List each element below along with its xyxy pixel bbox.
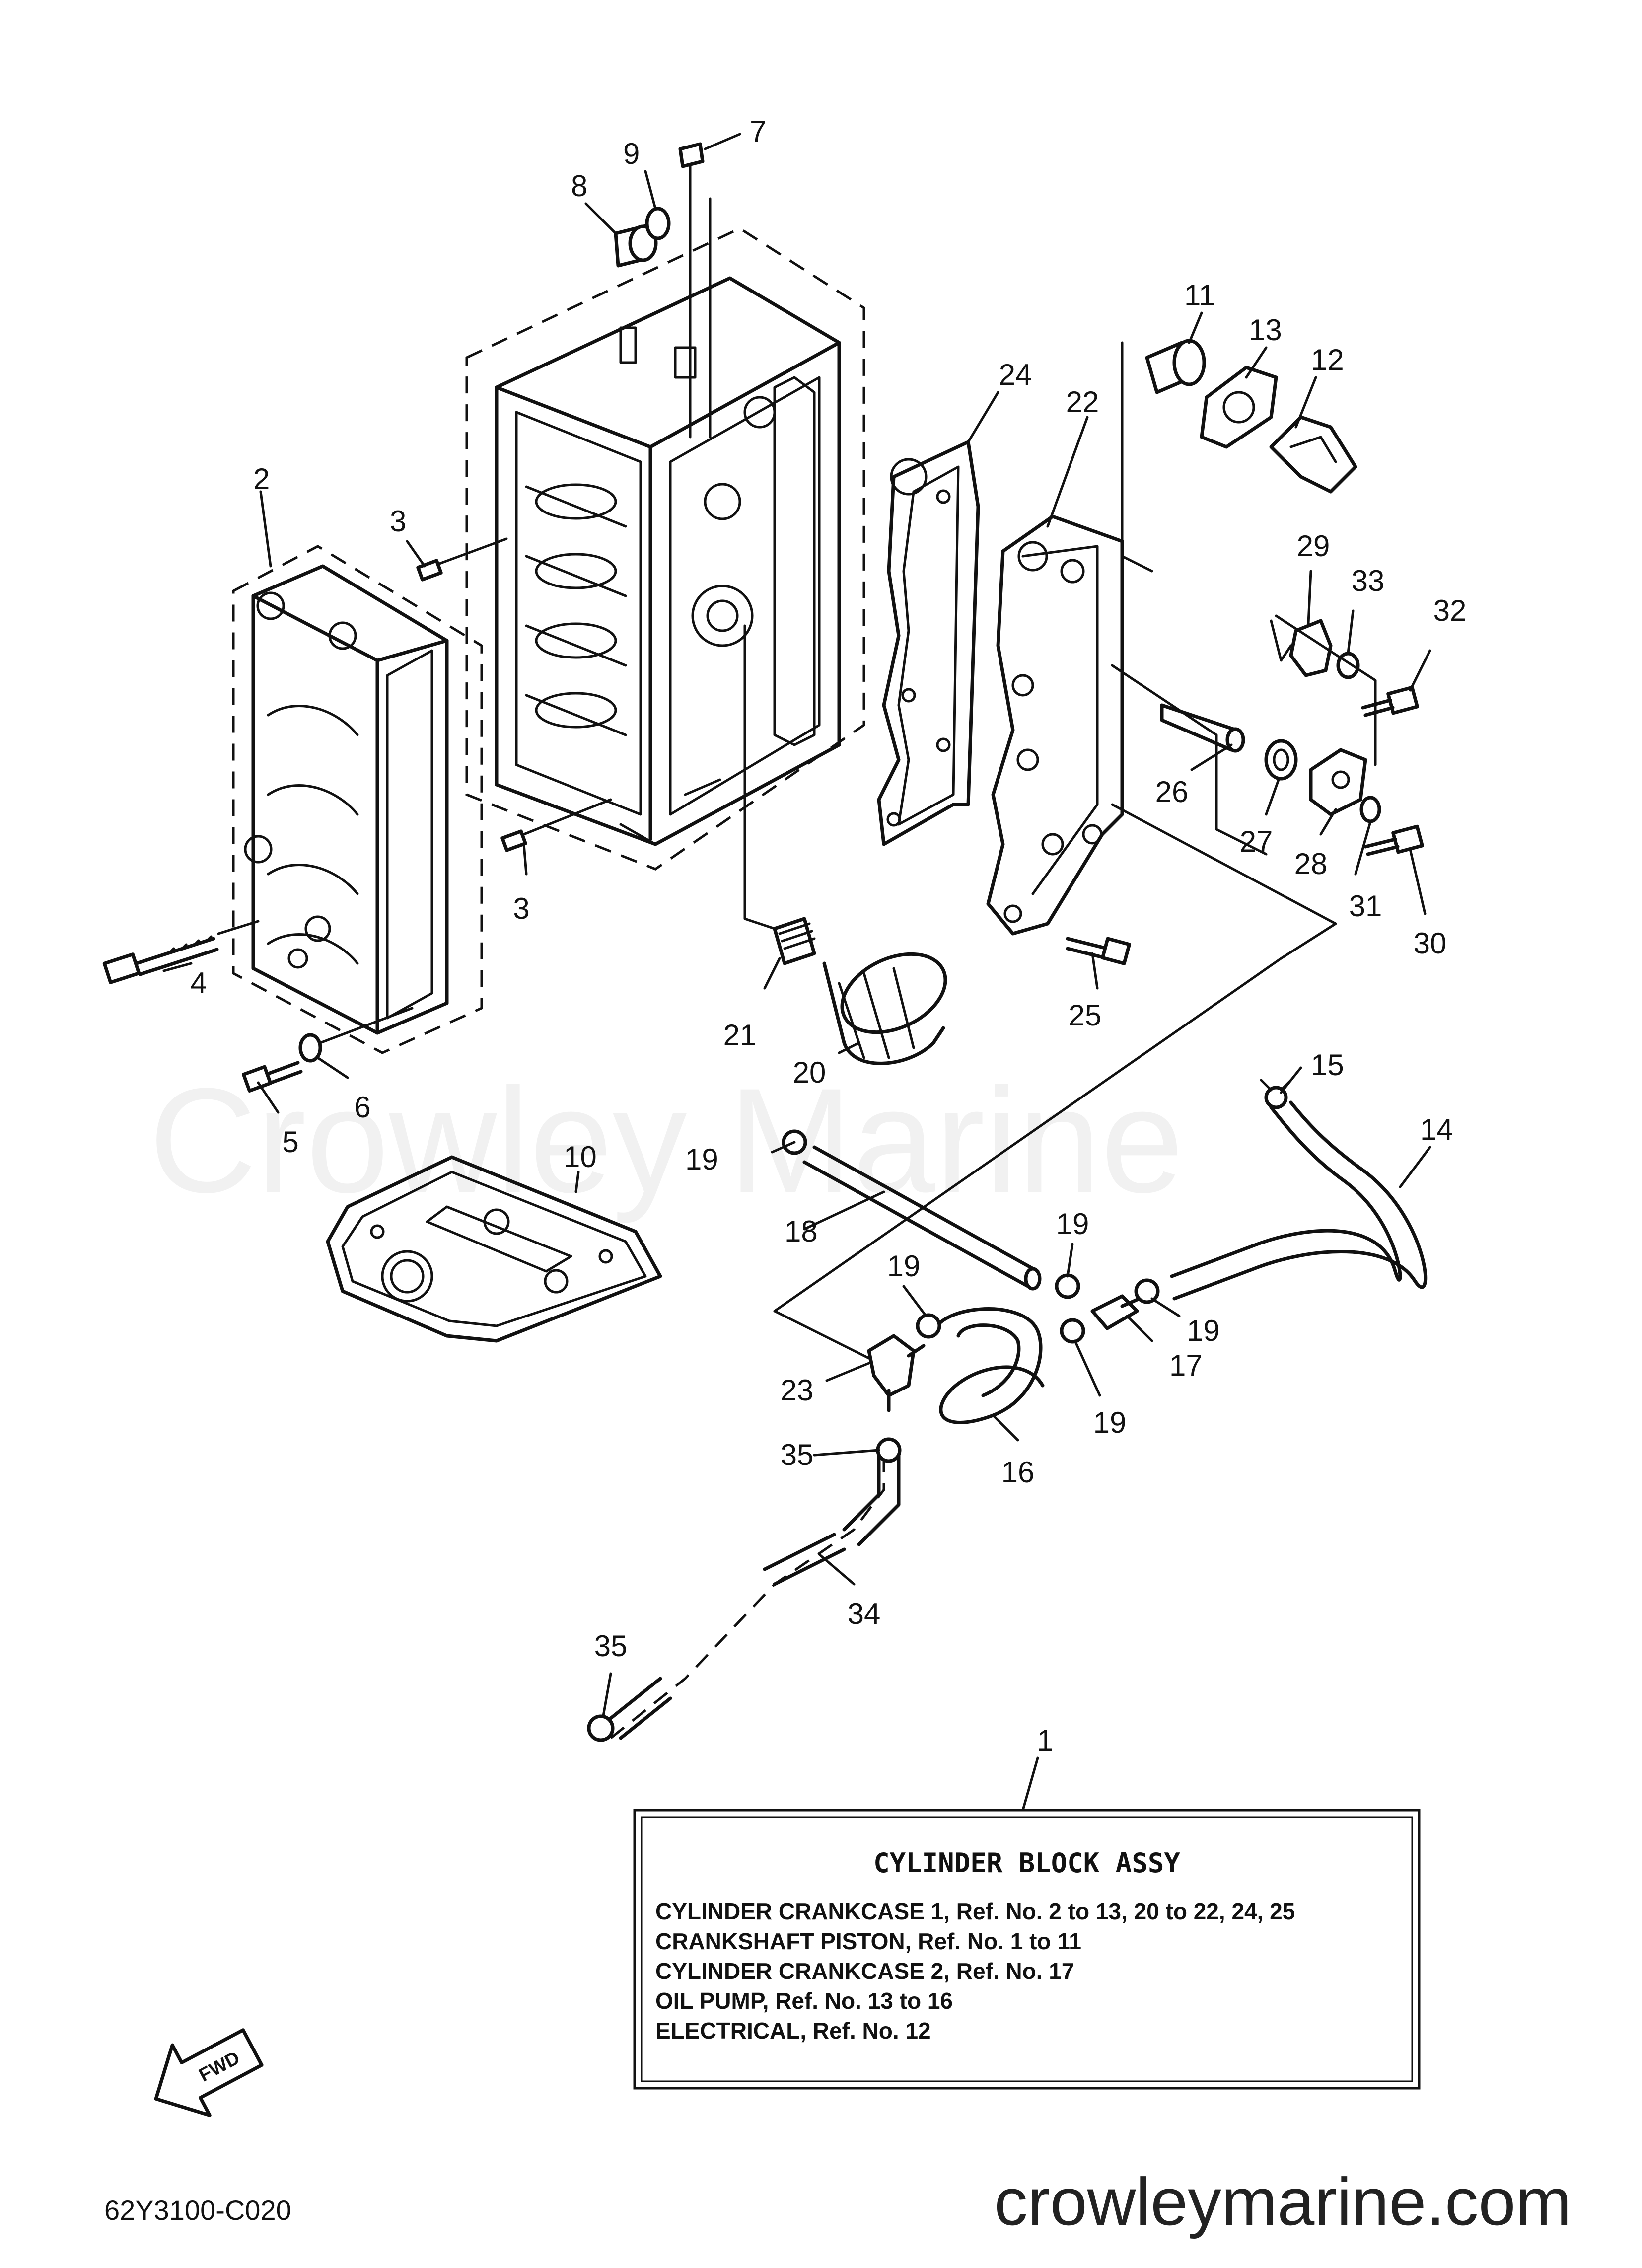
callout-3-lower: 3 (513, 892, 529, 925)
callout-32: 32 (1433, 594, 1467, 627)
callout-19-e: 19 (1093, 1406, 1127, 1439)
part-cylinder-block (465, 227, 865, 871)
part-hose-34 (609, 1453, 901, 1740)
callout-35-a: 35 (781, 1438, 814, 1471)
callout-7: 7 (750, 115, 766, 148)
part-bolt-30 (1363, 824, 1424, 856)
callout-34: 34 (848, 1597, 881, 1630)
part-crankcase-2 (232, 545, 483, 1054)
info-box-line-5: ELECTRICAL, Ref. No. 12 (655, 2018, 931, 2044)
part-dowel-pin-upper (416, 537, 508, 582)
part-gasket-13 (1200, 366, 1278, 449)
callout-15: 15 (1311, 1048, 1344, 1082)
leader-1 (1021, 1756, 1039, 1812)
guide-line-23 (773, 803, 1337, 1313)
info-box-line-1: CYLINDER CRANKCASE 1, Ref. No. 2 to 13, … (655, 1899, 1295, 1924)
callout-19-c: 19 (887, 1249, 921, 1283)
part-clip-19c (916, 1313, 941, 1339)
leader-lines (162, 133, 1431, 1717)
callout-27: 27 (1240, 825, 1273, 858)
callout-12: 12 (1311, 343, 1344, 376)
part-clip-19b (1055, 1273, 1080, 1299)
callout-28: 28 (1294, 847, 1328, 880)
callout-22: 22 (1066, 385, 1099, 419)
callout-19-d: 19 (1187, 1314, 1220, 1347)
part-gasket-9 (645, 207, 671, 240)
callout-6: 6 (354, 1091, 370, 1124)
callout-10: 10 (564, 1140, 597, 1173)
part-oil-filter-20 (822, 952, 947, 1065)
info-box-line-4: OIL PUMP, Ref. No. 13 to 16 (655, 1988, 953, 2014)
info-box-line-3: CYLINDER CRANKCASE 2, Ref. No. 17 (655, 1958, 1074, 1984)
part-clip-19d (1134, 1278, 1160, 1304)
callout-24: 24 (999, 358, 1032, 391)
callout-8: 8 (571, 169, 587, 203)
callout-25: 25 (1069, 999, 1102, 1032)
callout-4: 4 (190, 966, 207, 1000)
callout-5: 5 (282, 1125, 298, 1159)
callout-30: 30 (1414, 927, 1447, 960)
callout-31: 31 (1349, 889, 1382, 923)
guide-line-7 (689, 192, 712, 439)
info-box-title: CYLINDER BLOCK ASSY (873, 1847, 1180, 1879)
callout-33: 33 (1352, 564, 1385, 597)
callout-18: 18 (785, 1215, 818, 1248)
part-tube-18 (802, 1145, 1042, 1291)
callout-1: 1 (1037, 1724, 1053, 1757)
part-gasket-24 (877, 440, 980, 846)
part-union-21 (773, 917, 816, 965)
part-joint-23 (867, 1334, 926, 1412)
part-clip-19e (1060, 1318, 1085, 1344)
guide-line-23b (773, 1310, 875, 1362)
part-hose-14 (1170, 1100, 1428, 1301)
part-bracket-28 (1309, 748, 1367, 816)
part-clip-35a (876, 1437, 902, 1463)
guide-line-11 (1121, 341, 1153, 573)
part-dowel-pin-lower (500, 798, 612, 852)
guide-line-20 (743, 624, 776, 930)
part-washer-31 (1359, 796, 1381, 823)
part-sensor-29 (1270, 619, 1333, 677)
callout-17: 17 (1169, 1349, 1203, 1382)
callout-13: 13 (1249, 313, 1282, 347)
part-bolt-short (242, 1061, 303, 1093)
info-box: CYLINDER BLOCK ASSY CYLINDER CRANKCASE 1… (633, 1809, 1421, 2090)
website-url: crowleymarine.com (994, 2164, 1571, 2239)
callout-labels: 2 3 3 4 5 6 7 8 9 10 11 12 13 14 15 16 1… (190, 115, 1466, 1757)
callout-20: 20 (793, 1056, 826, 1089)
guide-line-29 (1275, 614, 1377, 766)
callout-9: 9 (623, 137, 640, 170)
callout-23: 23 (781, 1374, 814, 1407)
callout-11: 11 (1184, 279, 1215, 312)
callout-14: 14 (1420, 1113, 1453, 1146)
info-box-line-2: CRANKSHAFT PISTON, Ref. No. 1 to 11 (655, 1928, 1081, 1954)
guide-line-22 (1111, 664, 1268, 856)
callout-29: 29 (1297, 529, 1330, 563)
part-bolt-25 (1066, 937, 1131, 965)
part-seal-27 (1264, 739, 1298, 781)
part-gasket-10 (326, 1155, 662, 1343)
callout-2: 2 (253, 462, 270, 496)
part-bolt-32 (1361, 685, 1419, 717)
part-washer-6 (298, 1007, 414, 1063)
callout-21: 21 (723, 1019, 757, 1052)
watermark-text: Crowley Marine (149, 1057, 1184, 1225)
callout-35-b: 35 (594, 1629, 628, 1663)
part-clip-35b (587, 1714, 615, 1742)
diagram-code: 62Y3100-C020 (104, 2195, 291, 2226)
part-plug-7 (678, 142, 705, 195)
callout-26: 26 (1155, 775, 1189, 808)
fwd-arrow-icon: FWD (154, 2028, 264, 2117)
part-thermostat-cover-12 (1269, 415, 1357, 494)
callout-19-b: 19 (1056, 1207, 1089, 1241)
callout-16: 16 (1001, 1456, 1035, 1489)
part-cover-22 (986, 514, 1124, 936)
part-bolt-long (102, 920, 260, 984)
part-thermostat-11 (1145, 339, 1206, 394)
callout-3-upper: 3 (390, 505, 406, 538)
part-hose-16 (931, 1307, 1045, 1424)
callout-19-a: 19 (685, 1143, 718, 1176)
